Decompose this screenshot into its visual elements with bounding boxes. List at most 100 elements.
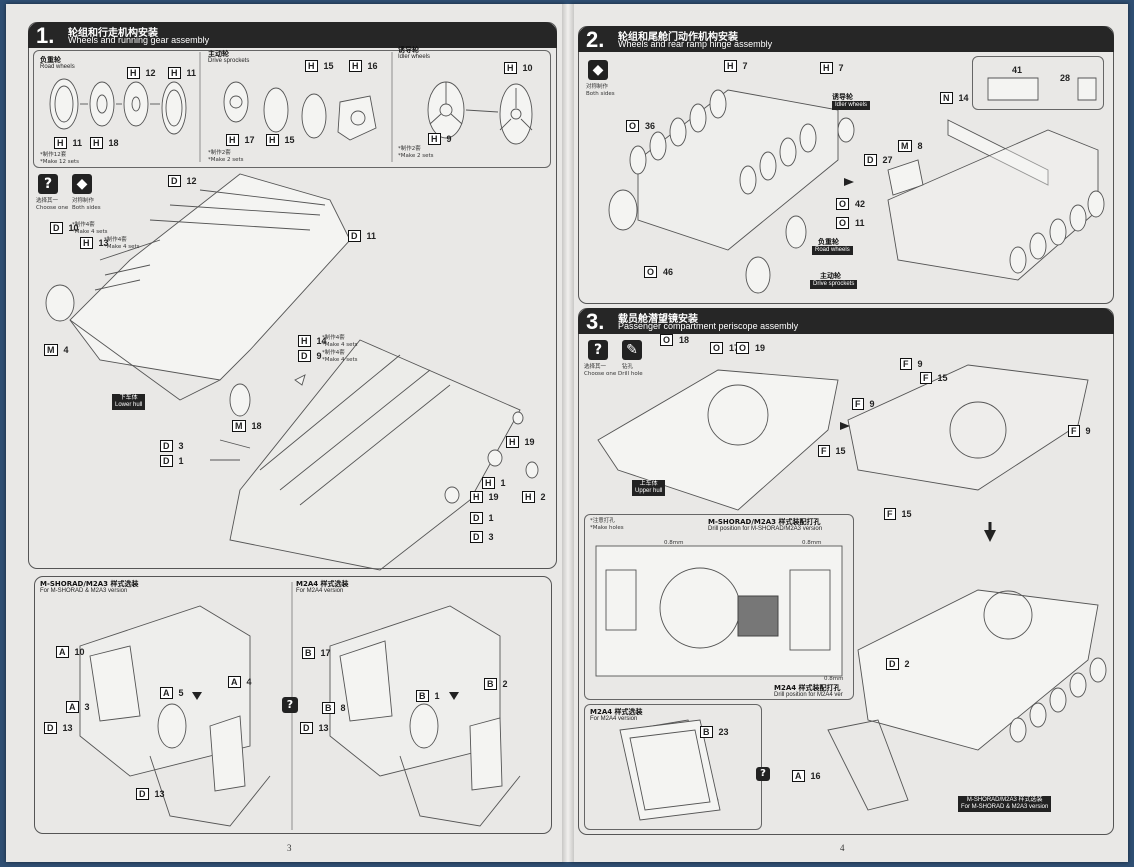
- step3-title-cn: 载员舱潜望镜安装: [618, 314, 698, 325]
- both-sides-icon: ◆: [72, 174, 92, 194]
- both-sides-cn: 对称制作: [72, 198, 95, 204]
- variant-mshorad-cn: M-SHORAD/M2A3 样式选装: [40, 580, 139, 588]
- step2-both-sides-cn: 对称制作: [586, 84, 609, 90]
- step2-drive-tag: Drive sprockets: [810, 280, 858, 289]
- step3-m2a4-en: For M2A4 version: [590, 716, 638, 722]
- drill-size-2: 0.8mm: [802, 540, 822, 546]
- part-41: 41: [1012, 65, 1023, 75]
- wheels-subbox: [33, 50, 551, 168]
- step3-m2a4-cn: M2A4 样式选装: [590, 708, 643, 716]
- step3-choose-en: Choose one: [584, 371, 617, 377]
- idler-wheels-en: Idler wheels: [398, 54, 431, 60]
- d10-make-note: *制作4套*Make 4 sets: [72, 222, 108, 235]
- road-wheels-make-en: *Make 12 sets: [40, 159, 80, 165]
- drive-sprockets-en: Drive sprockets: [208, 58, 250, 64]
- make-holes-en: *Make holes: [590, 525, 624, 531]
- drill-m2a4-cn: M2A4 样式装配打孔: [774, 684, 841, 692]
- step2-header: 2. 轮组和尾舱门动作机构安装 Wheels and rear ramp hin…: [578, 26, 1114, 52]
- drive-sprockets-make-en: *Make 2 sets: [208, 157, 244, 163]
- choose-one-icon: ?: [38, 174, 58, 194]
- step2-number: 2.: [586, 27, 605, 52]
- step2-both-sides-icon: ◆: [588, 60, 608, 80]
- choose-one-cn: 选择其一: [36, 198, 59, 204]
- variants-box: [34, 576, 552, 834]
- step2-idler-cn: 诱导轮: [832, 93, 853, 101]
- idler-wheels-make-cn: *制作2套: [398, 146, 421, 152]
- page-number-left: 3: [287, 843, 292, 853]
- step1-number: 1.: [36, 23, 55, 48]
- both-sides-en: Both sides: [72, 205, 101, 211]
- drill-hole-cn: 钻孔: [622, 364, 634, 370]
- road-wheels-make-cn: *制作12套: [40, 152, 67, 158]
- drill-size-1: 0.8mm: [664, 540, 684, 546]
- step2-both-sides-en: Both sides: [586, 91, 615, 97]
- make-holes-cn: *注意打孔: [590, 518, 615, 524]
- drill-size-3: 0.8mm: [824, 676, 844, 682]
- step3-choose-cn: 选择其一: [584, 364, 607, 370]
- road-wheels-cn: 负重轮: [40, 56, 61, 64]
- step3-header: 3. 载员舱潜望镜安装 Passenger compartment perisc…: [578, 308, 1114, 334]
- step1-title-en: Wheels and running gear assembly: [68, 35, 210, 45]
- step2-idler-tag: Idler wheels: [832, 101, 871, 110]
- page-number-right: 4: [840, 843, 845, 853]
- step3-variant-choose-icon: ?: [756, 767, 770, 781]
- step3-choose-icon: ?: [588, 340, 608, 360]
- lower-hull-drawing: [45, 173, 539, 571]
- variant-choose-icon: ?: [282, 697, 298, 713]
- step2-title-en: Wheels and rear ramp hinge assembly: [618, 39, 773, 49]
- step3-drawing: [597, 364, 1107, 811]
- step1-title-cn: 轮组和行走机构安装: [68, 28, 158, 39]
- drill-mshorad-cn: M-SHORAD/M2A3 样式装配打孔: [708, 518, 821, 526]
- idler-wheels-cn: 诱导轮: [398, 46, 419, 54]
- step2-road-cn: 负重轮: [818, 238, 839, 246]
- step3-title-en: Passenger compartment periscope assembly: [618, 321, 799, 331]
- m2a4-ramp-drawing: [619, 719, 721, 821]
- wheel-drawings: [49, 52, 533, 162]
- step2-drive-cn: 主动轮: [820, 272, 841, 280]
- h14-make-note: *制作4套*Make 4 sets: [322, 335, 358, 348]
- drill-plan-drawing: [595, 545, 843, 677]
- drill-icon: ✎: [622, 340, 642, 360]
